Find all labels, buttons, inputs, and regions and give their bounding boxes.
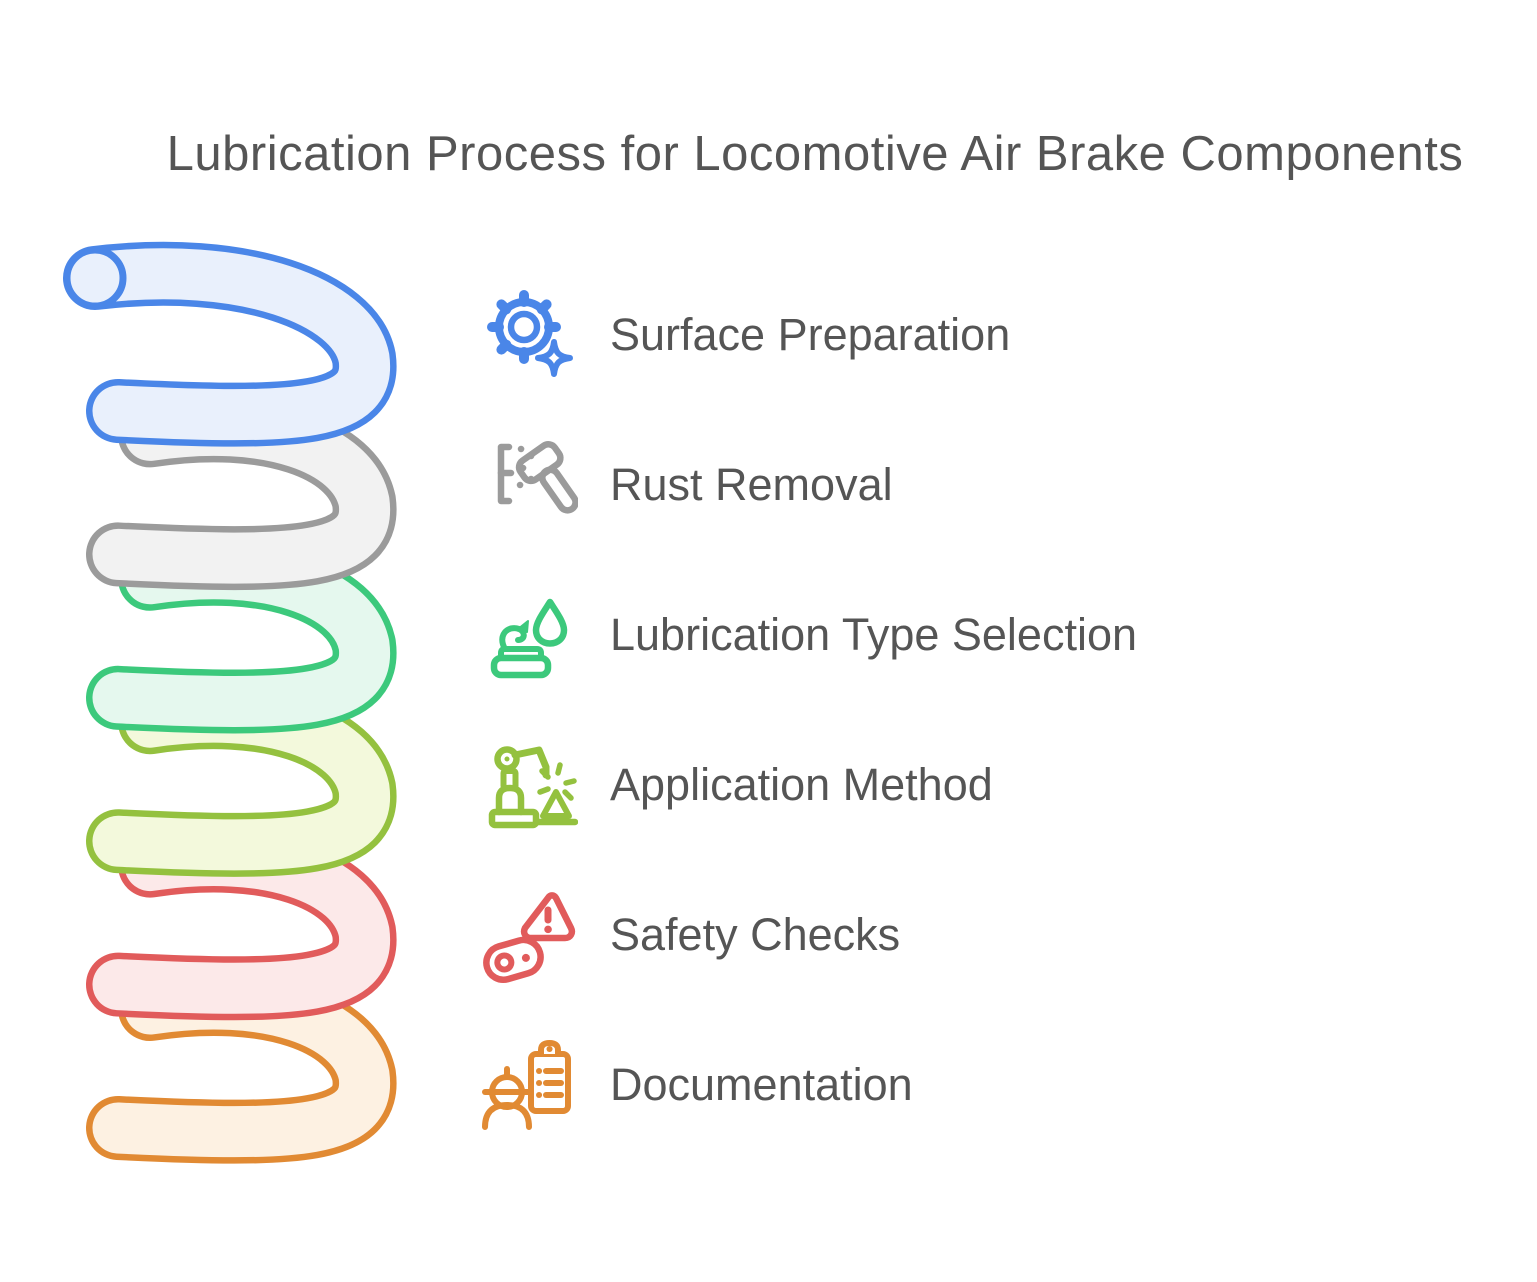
grease-droplet-icon xyxy=(478,585,578,685)
page-title: Lubrication Process for Locomotive Air B… xyxy=(166,127,1464,181)
step-label: Lubrication Type Selection xyxy=(610,609,1138,660)
gear-sparkle-icon xyxy=(478,285,578,385)
step-row-surface-preparation: Surface Preparation xyxy=(478,260,1137,410)
step-row-lubrication-type: Lubrication Type Selection xyxy=(478,560,1137,710)
spring-loop-2 xyxy=(86,398,397,591)
step-label: Documentation xyxy=(610,1059,913,1110)
step-label: Safety Checks xyxy=(610,909,901,960)
step-label: Application Method xyxy=(610,759,993,810)
warning-chain-icon xyxy=(478,885,578,985)
spring-loop-5 xyxy=(86,828,397,1021)
step-label: Rust Removal xyxy=(610,459,893,510)
step-row-rust-removal: Rust Removal xyxy=(478,410,1137,560)
step-row-safety-checks: Safety Checks xyxy=(478,860,1137,1010)
spring-loop-1 xyxy=(63,241,397,447)
step-row-documentation: Documentation xyxy=(478,1010,1137,1160)
robot-arm-icon xyxy=(478,735,578,835)
steps-list: Surface Preparation Rust R xyxy=(478,260,1137,1160)
step-row-application-method: Application Method xyxy=(478,710,1137,860)
spring-loop-6 xyxy=(86,971,397,1164)
step-label: Surface Preparation xyxy=(610,309,1011,360)
hammer-chisel-icon xyxy=(478,435,578,535)
spring-end-cap xyxy=(63,246,127,310)
spring-loop-4 xyxy=(86,685,397,877)
worker-clipboard-icon xyxy=(478,1035,578,1135)
spring-loop-3 xyxy=(86,541,397,734)
